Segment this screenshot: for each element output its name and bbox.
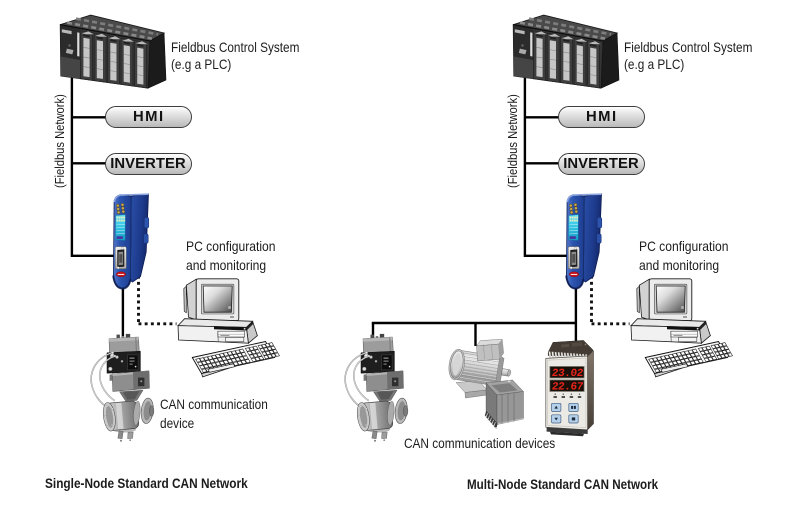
svg-text:23.02: 23.02 [551,368,584,380]
svg-text:22.67: 22.67 [551,382,584,394]
